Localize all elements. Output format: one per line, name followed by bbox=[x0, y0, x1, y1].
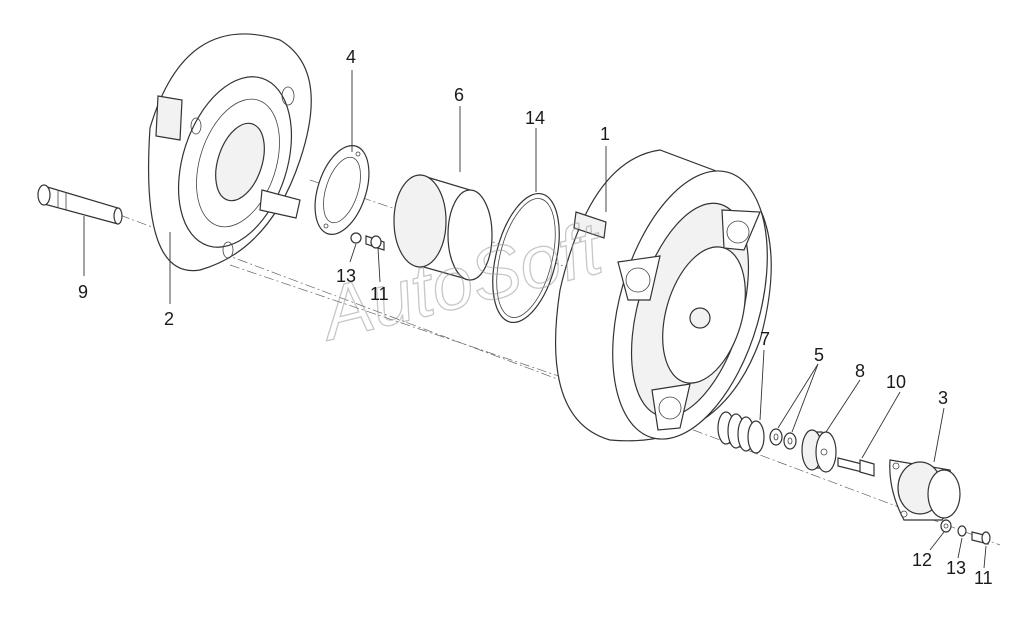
part-7-spring bbox=[717, 411, 765, 454]
part-11-bolt-lower bbox=[971, 531, 991, 545]
callout-10: 10 bbox=[886, 372, 906, 392]
part-13-lock-washer-upper bbox=[350, 232, 362, 244]
leader-lines bbox=[83, 70, 987, 569]
part-5-washers bbox=[769, 428, 797, 450]
part-2-flange-plate bbox=[147, 33, 312, 272]
callout-5: 5 bbox=[814, 345, 824, 365]
callout-7: 7 bbox=[760, 329, 770, 349]
part-3-end-cover bbox=[889, 459, 961, 521]
callout-12: 12 bbox=[912, 550, 932, 570]
part-6-drum-ring bbox=[393, 174, 493, 281]
callout-14: 14 bbox=[525, 108, 545, 128]
callout-13-upper: 13 bbox=[336, 266, 356, 286]
callout-2: 2 bbox=[164, 309, 174, 329]
part-1-housing bbox=[554, 149, 772, 442]
part-11-bolt-upper bbox=[365, 235, 385, 251]
part-10-bolt bbox=[837, 457, 875, 477]
callout-9: 9 bbox=[78, 282, 88, 302]
callout-8: 8 bbox=[855, 361, 865, 381]
callout-3: 3 bbox=[938, 388, 948, 408]
part-13-lock-washer-lower bbox=[957, 525, 967, 537]
part-4-cover-plate bbox=[314, 145, 370, 235]
part-8-piston bbox=[801, 429, 837, 473]
part-14-o-ring bbox=[492, 192, 560, 324]
callout-11-upper: 11 bbox=[370, 284, 389, 304]
callout-4: 4 bbox=[346, 47, 356, 67]
callout-11-lower: 11 bbox=[974, 568, 993, 588]
callout-6: 6 bbox=[454, 85, 464, 105]
part-9-sleeve bbox=[37, 184, 123, 225]
part-12-washer bbox=[940, 519, 952, 533]
callout-13-lower: 13 bbox=[946, 558, 966, 578]
callout-1: 1 bbox=[600, 124, 610, 144]
